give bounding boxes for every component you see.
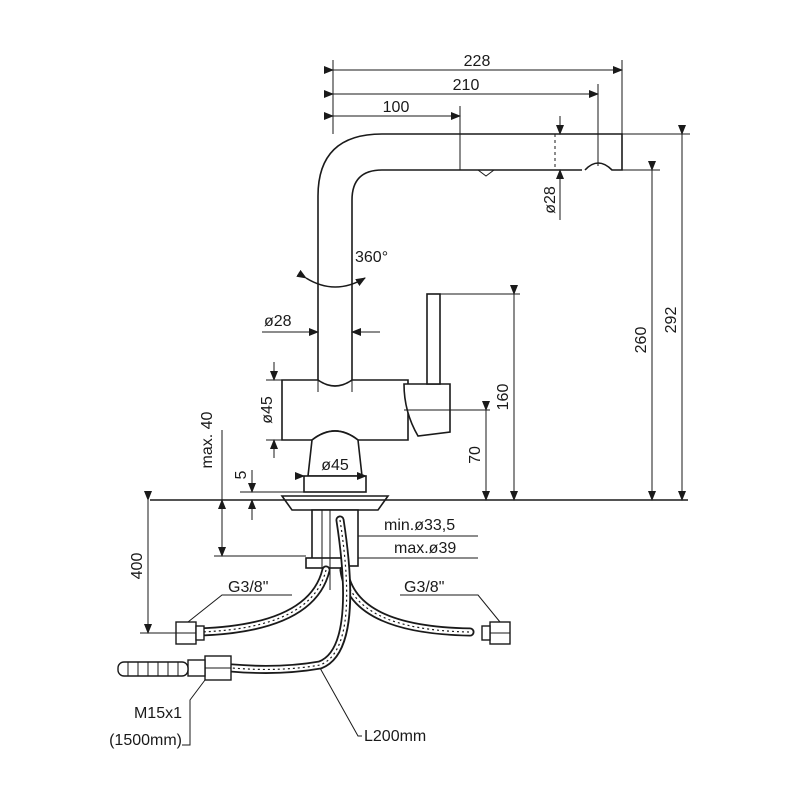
left-hose-fitting — [175, 621, 205, 645]
body-neck — [307, 430, 363, 477]
mounting-shank — [311, 509, 359, 567]
mixer-body — [281, 379, 409, 441]
label-rotation: 360° — [355, 249, 388, 266]
flex-length-leader — [319, 667, 362, 737]
label-5: 5 — [233, 470, 250, 479]
label-260: 260 — [633, 327, 650, 354]
label-292: 292 — [663, 307, 680, 334]
label-flex-length: L200mm — [364, 728, 426, 745]
right-hose-fitting — [481, 621, 511, 645]
label-shower-thread: M15x1 — [134, 705, 182, 722]
label-pipe-diameter: ø28 — [264, 313, 292, 330]
base-collar — [303, 475, 367, 493]
spout-clip — [477, 169, 495, 177]
spout-inner-edge — [351, 169, 582, 380]
label-shower-hose-length: (1500mm) — [109, 732, 182, 749]
base-plate — [280, 495, 390, 511]
faucet-outline — [150, 133, 688, 590]
right-thread-leader — [400, 594, 501, 623]
label-max40: max. 40 — [199, 411, 216, 468]
spray-head — [584, 133, 623, 171]
shower-hose-fitting — [117, 655, 232, 681]
label-100: 100 — [383, 99, 410, 116]
label-body-diameter: ø45 — [259, 396, 276, 424]
label-min-hole: min.ø33,5 — [384, 517, 455, 534]
shower-thread-leader — [182, 679, 206, 746]
spout-outer-edge — [317, 133, 598, 380]
rotation-arrow — [296, 269, 366, 288]
label-max-hole: max.ø39 — [394, 540, 456, 557]
label-left-thread: G3/8" — [228, 579, 268, 596]
label-base-diameter: ø45 — [321, 457, 349, 474]
hoses — [117, 515, 511, 681]
label-spout-diameter: ø28 — [542, 186, 559, 214]
label-160: 160 — [495, 384, 512, 411]
label-228: 228 — [464, 53, 491, 70]
connection-labels: G3/8" G3/8" M15x1 (1500mm) L200mm — [109, 579, 444, 749]
lever-handle — [426, 293, 441, 385]
label-400: 400 — [129, 553, 146, 580]
dimension-labels: 228 210 100 ø28 360° ø28 ø45 ø45 max. 40… — [129, 53, 680, 579]
label-210: 210 — [453, 77, 480, 94]
label-right-thread: G3/8" — [404, 579, 444, 596]
label-70: 70 — [467, 446, 484, 464]
left-thread-leader — [187, 594, 292, 623]
dimension-lines — [140, 60, 690, 746]
